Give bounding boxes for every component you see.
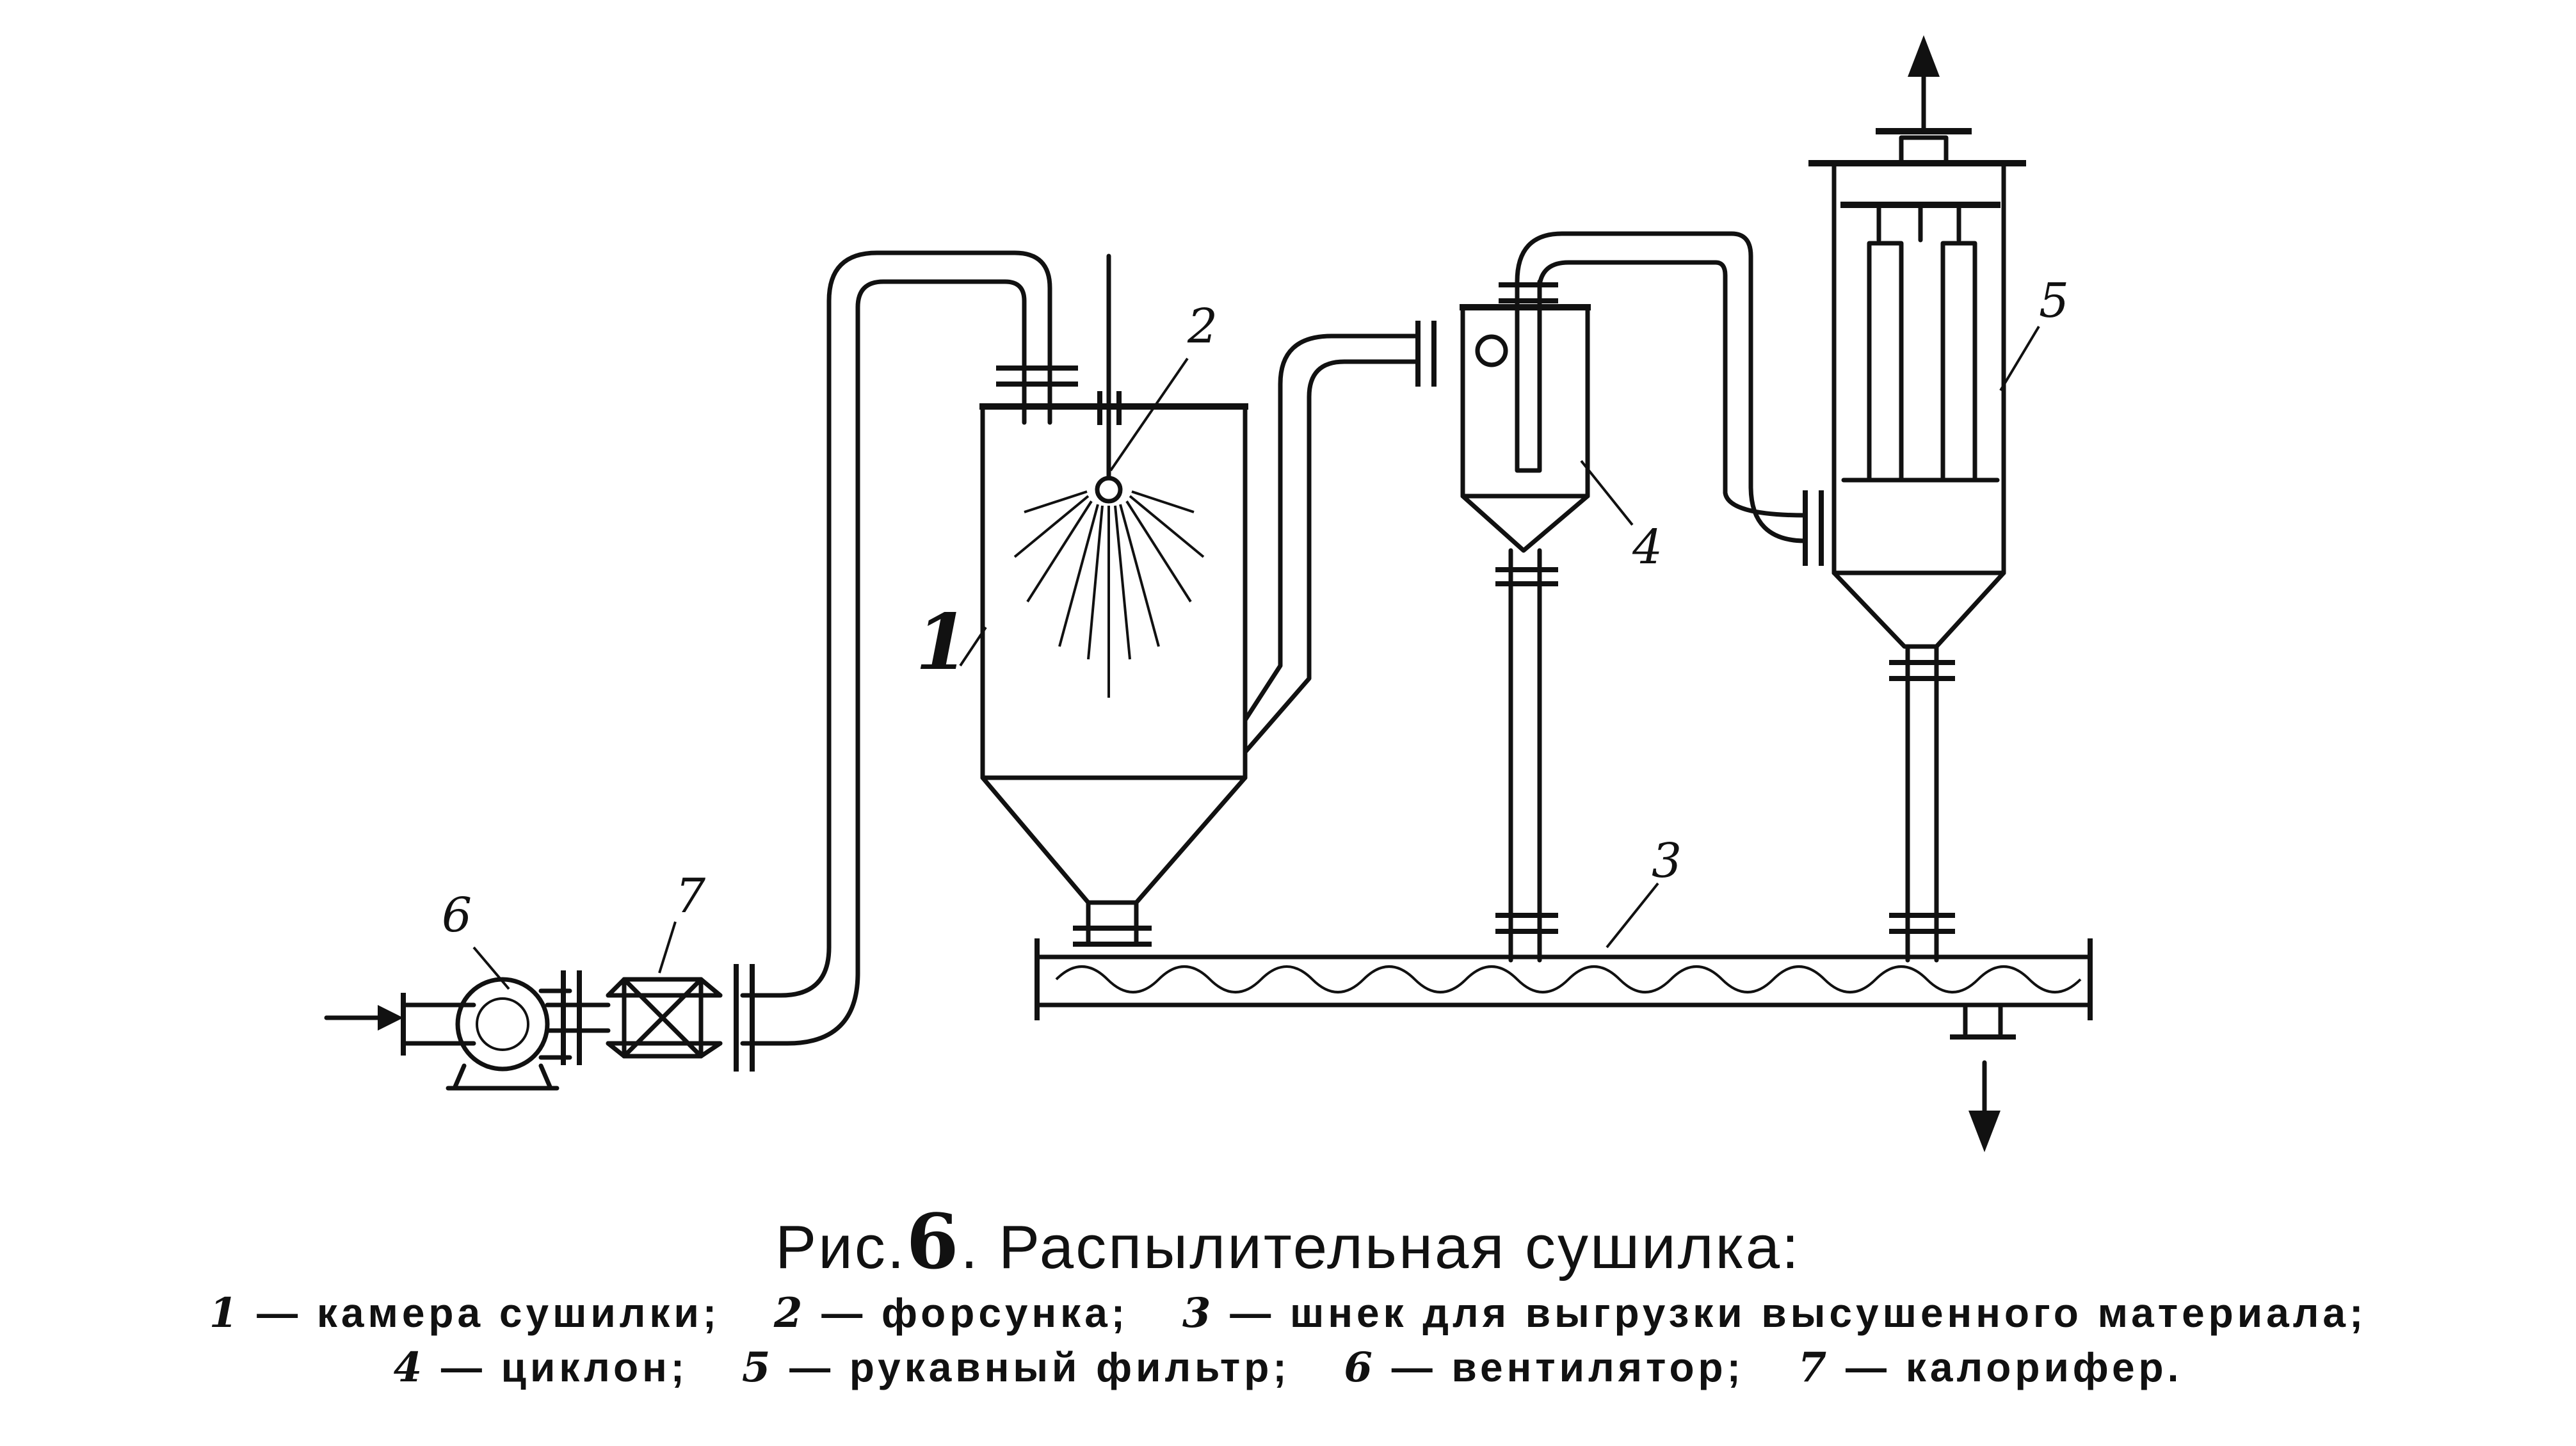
label-screw: 3 [1652, 833, 1682, 888]
figure-prefix: Рис. [775, 1213, 906, 1281]
legend-line-2: 4 — циклон; 5 — рукавный фильтр; 6 — вен… [0, 1340, 2576, 1395]
leader-lines [472, 325, 2040, 990]
figure-title: Рис.6. Распылительная сушилка: [0, 1203, 2576, 1286]
inlet-arrow [324, 1005, 403, 1031]
figure-caption: Рис.6. Распылительная сушилка: 1 — камер… [0, 1203, 2576, 1395]
legend-text: — шнек для выгрузки высушенного материал… [1230, 1290, 2367, 1336]
legend-num: 4 [393, 1344, 426, 1392]
legend-num: 1 [209, 1289, 242, 1337]
legend-text: — калорифер. [1846, 1344, 2183, 1390]
heater [606, 977, 723, 1059]
legend-text: — циклон; [440, 1344, 689, 1390]
legend-num: 5 [741, 1344, 775, 1392]
drying-chamber [979, 403, 1248, 947]
label-filter: 5 [2039, 273, 2069, 328]
screw-helix [1055, 965, 2082, 993]
legend-text: — форсунка; [821, 1290, 1129, 1336]
label-fan: 6 [442, 888, 472, 943]
bag-filter [1808, 128, 2026, 963]
air-duct-to-chamber [740, 250, 1052, 1046]
figure-number: 6 [906, 1197, 961, 1286]
fan [401, 977, 572, 1091]
nozzle [1013, 253, 1205, 698]
duct-chamber-to-cyclone [1243, 333, 1421, 755]
label-heater: 7 [675, 869, 705, 924]
label-chamber: 1 [915, 597, 969, 687]
legend-num: 2 [773, 1289, 807, 1337]
legend-num: 6 [1344, 1344, 1376, 1392]
duct-cyclone-to-filter [1515, 231, 1808, 543]
screw-conveyor [1034, 938, 2093, 1040]
cyclone [1460, 279, 1591, 963]
legend-line-1: 1 — камера сушилки; 2 — форсунка; 3 — шн… [0, 1286, 2576, 1340]
legend-text: — рукавный фильтр; [789, 1344, 1291, 1390]
label-nozzle: 2 [1187, 299, 1218, 354]
label-cyclone: 4 [1632, 520, 1662, 575]
discharge-arrow [1968, 1060, 2000, 1152]
exhaust-arrow [1908, 35, 1940, 134]
legend-num: 3 [1182, 1289, 1215, 1337]
legend-num: 7 [1798, 1344, 1831, 1392]
legend-text: — камера сушилки; [257, 1290, 721, 1336]
legend-text: — вентилятор; [1391, 1344, 1744, 1390]
figure-title-text: . Распылительная сушилка: [960, 1213, 1801, 1281]
